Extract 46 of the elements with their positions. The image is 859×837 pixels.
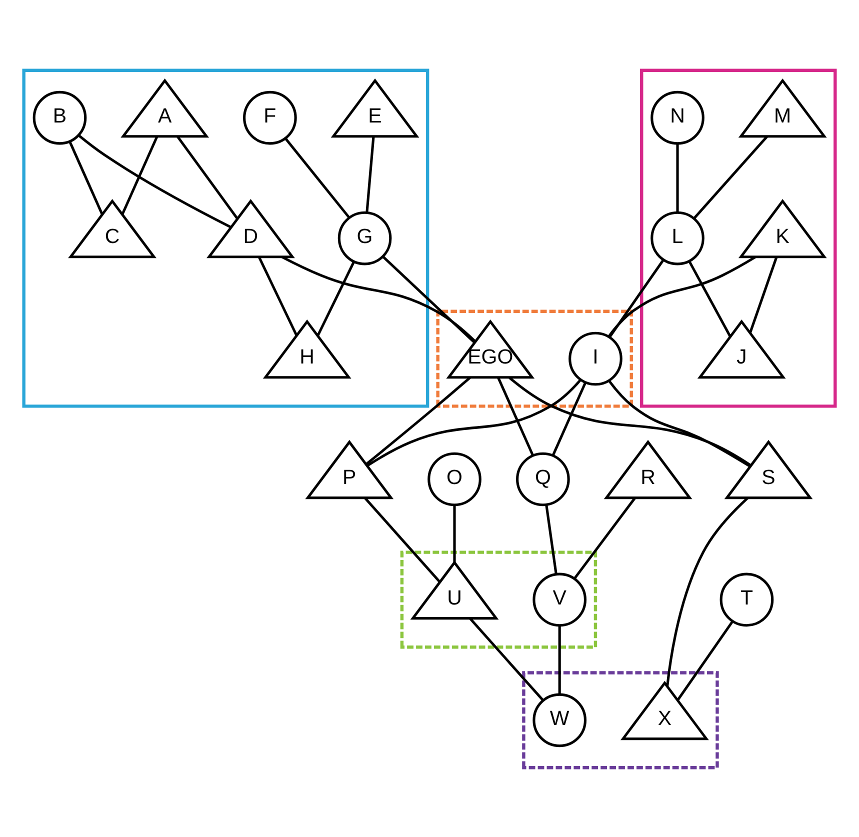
connector: [666, 496, 749, 686]
node-circle: N: [650, 90, 704, 144]
cluster: [640, 68, 837, 408]
connector: [688, 260, 732, 336]
cluster: [436, 309, 633, 408]
connector: [573, 496, 636, 579]
connector: [284, 137, 350, 218]
connector: [366, 136, 375, 212]
connector: [608, 258, 664, 338]
connector: [176, 135, 238, 219]
connector: [676, 143, 679, 212]
node-circle: Q: [516, 452, 570, 506]
cluster: [400, 550, 598, 648]
node-circle: G: [338, 210, 392, 265]
connector: [364, 496, 441, 582]
connector: [365, 376, 471, 465]
node-circle: O: [428, 452, 482, 506]
connector: [68, 140, 104, 214]
node-circle: W: [532, 692, 586, 747]
connector: [693, 135, 768, 219]
connector: [453, 504, 456, 562]
cluster: [22, 68, 430, 408]
connector: [749, 256, 778, 333]
cluster: [522, 670, 719, 769]
connector: [382, 256, 476, 344]
connector: [258, 256, 298, 336]
connector: [608, 255, 756, 337]
connector: [496, 376, 534, 456]
connector: [282, 255, 476, 342]
node-circle: B: [32, 90, 87, 144]
connector: [552, 382, 587, 456]
node-circle: L: [650, 210, 704, 265]
node-circle: I: [568, 331, 622, 386]
connector: [469, 617, 544, 701]
node-circle: F: [243, 90, 297, 144]
connector: [121, 135, 158, 214]
connector: [558, 624, 561, 694]
node-circle: T: [720, 572, 774, 626]
connector: [366, 378, 582, 466]
connector: [608, 379, 750, 467]
node-circle: V: [532, 572, 586, 626]
connector: [316, 260, 356, 336]
connector: [78, 134, 232, 228]
connector: [676, 620, 734, 700]
connector: [545, 504, 558, 574]
connector: [508, 376, 752, 466]
